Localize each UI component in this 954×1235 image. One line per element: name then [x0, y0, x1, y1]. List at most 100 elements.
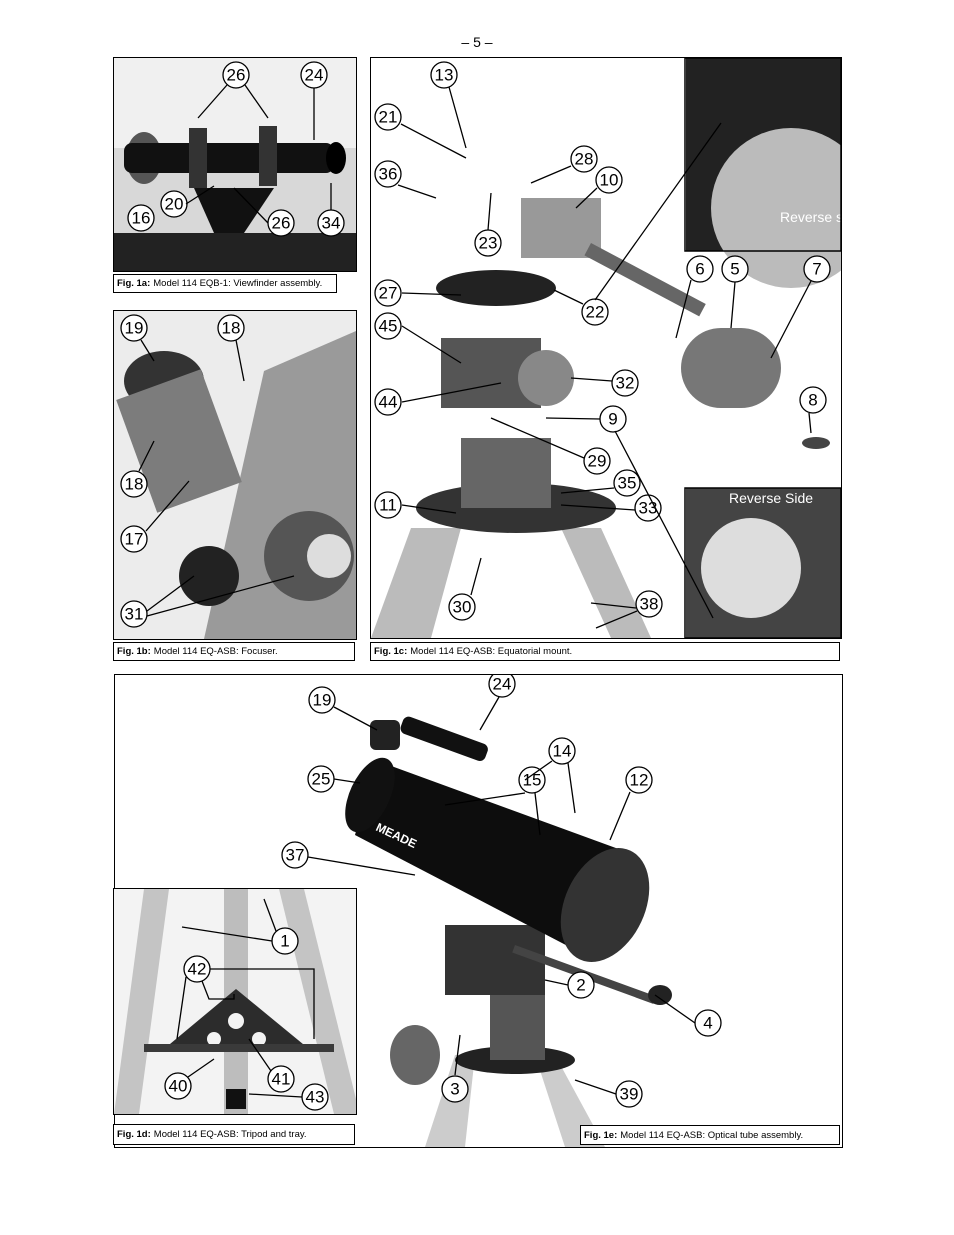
callout-21: 21	[374, 103, 402, 131]
svg-text:30: 30	[453, 598, 472, 617]
callout-7: 7	[803, 255, 831, 283]
callout-5: 5	[721, 255, 749, 283]
svg-text:41: 41	[272, 1070, 291, 1089]
inset-top-label: Reverse side	[780, 209, 841, 225]
callout-3: 3	[441, 1075, 469, 1103]
svg-text:36: 36	[379, 165, 398, 184]
callout-6: 6	[686, 255, 714, 283]
svg-text:22: 22	[586, 303, 605, 322]
callout-44: 44	[374, 388, 402, 416]
callout-20: 20	[160, 190, 188, 218]
callout-11: 11	[374, 491, 402, 519]
svg-text:3: 3	[450, 1080, 459, 1099]
svg-text:34: 34	[322, 214, 341, 233]
fig-1b-caption: Fig. 1b:Model 114 EQ-ASB: Focuser.	[113, 642, 355, 661]
callout-37: 37	[281, 841, 309, 869]
svg-text:1: 1	[280, 932, 289, 951]
svg-text:42: 42	[188, 960, 207, 979]
callout-23: 23	[474, 229, 502, 257]
svg-text:14: 14	[553, 742, 572, 761]
svg-text:24: 24	[305, 66, 324, 85]
inset-bottom-label: Reverse Side	[729, 490, 813, 506]
svg-text:8: 8	[808, 391, 817, 410]
svg-text:18: 18	[125, 475, 144, 494]
callout-33: 33	[634, 494, 662, 522]
svg-text:23: 23	[479, 234, 498, 253]
callout-18: 18	[217, 314, 245, 342]
svg-text:27: 27	[379, 284, 398, 303]
callout-8: 8	[799, 386, 827, 414]
callout-27: 27	[374, 279, 402, 307]
svg-text:11: 11	[379, 496, 397, 515]
callout-39: 39	[615, 1080, 643, 1108]
fig-1a-illustration: 26 24 20 16 26 34	[114, 58, 356, 271]
svg-text:17: 17	[125, 530, 144, 549]
callout-10: 10	[595, 166, 623, 194]
svg-text:38: 38	[640, 595, 659, 614]
svg-text:39: 39	[620, 1085, 639, 1104]
svg-text:19: 19	[125, 319, 144, 338]
fig-1d-tripod-tray-panel: 1 42 40 41 43	[113, 888, 357, 1115]
callout-38: 38	[635, 590, 663, 618]
svg-text:45: 45	[379, 317, 398, 336]
svg-text:37: 37	[286, 846, 305, 865]
svg-text:43: 43	[306, 1088, 325, 1107]
svg-text:28: 28	[575, 150, 594, 169]
callout-18b: 18	[120, 470, 148, 498]
svg-text:7: 7	[812, 260, 821, 279]
callout-43: 43	[301, 1083, 329, 1111]
callout-40: 40	[164, 1072, 192, 1100]
callout-9: 9	[599, 405, 627, 433]
callout-12: 12	[625, 766, 653, 794]
callout-25: 25	[307, 765, 335, 793]
svg-text:21: 21	[379, 108, 398, 127]
callout-45: 45	[374, 312, 402, 340]
svg-text:15: 15	[523, 771, 542, 790]
callout-41: 41	[267, 1065, 295, 1093]
svg-text:4: 4	[703, 1014, 712, 1033]
fig-1a-viewfinder-panel: 26 24 20 16 26 34	[113, 57, 357, 272]
svg-text:5: 5	[730, 260, 739, 279]
svg-text:25: 25	[312, 770, 331, 789]
callout-19: 19	[120, 314, 148, 342]
callout-35: 35	[613, 469, 641, 497]
svg-text:16: 16	[132, 209, 151, 228]
callout-28: 28	[570, 145, 598, 173]
svg-text:9: 9	[608, 410, 617, 429]
callout-24: 24	[300, 61, 328, 89]
fig-1b-illustration: 19 18 18 17 31	[114, 311, 356, 639]
callout-15: 15	[518, 766, 546, 794]
svg-text:29: 29	[588, 452, 607, 471]
callout-13: 13	[430, 61, 458, 89]
svg-text:44: 44	[379, 393, 398, 412]
svg-text:31: 31	[125, 605, 144, 624]
svg-text:6: 6	[695, 260, 704, 279]
svg-text:40: 40	[169, 1077, 188, 1096]
fig-1c-caption: Fig. 1c:Model 114 EQ-ASB: Equatorial mou…	[370, 642, 840, 661]
svg-text:12: 12	[630, 771, 649, 790]
callout-29: 29	[583, 447, 611, 475]
callout-22: 22	[581, 298, 609, 326]
fig-1d-caption: Fig. 1d:Model 114 EQ-ASB: Tripod and tra…	[113, 1124, 355, 1145]
callout-1: 1	[271, 927, 299, 955]
svg-text:24: 24	[493, 675, 512, 694]
svg-text:10: 10	[600, 171, 619, 190]
svg-text:26: 26	[272, 214, 291, 233]
callout-34: 34	[317, 209, 345, 237]
fig-1e-caption: Fig. 1e:Model 114 EQ-ASB: Optical tube a…	[580, 1125, 840, 1145]
svg-text:35: 35	[618, 474, 637, 493]
callout-36: 36	[374, 160, 402, 188]
callout-16: 16	[127, 204, 155, 232]
callout-31: 31	[120, 600, 148, 628]
callout-32: 32	[611, 369, 639, 397]
page-number: – 5 –	[461, 34, 493, 50]
fig-1b-focuser-panel: 19 18 18 17 31	[113, 310, 357, 640]
callout-2: 2	[567, 971, 595, 999]
svg-text:2: 2	[576, 976, 585, 995]
callout-14: 14	[548, 737, 576, 765]
svg-text:19: 19	[313, 691, 332, 710]
callout-30: 30	[448, 593, 476, 621]
fig-1c-equatorial-mount-panel: Reverse side Reverse Side 13 21 36 28 10…	[370, 57, 842, 639]
fig-1a-caption: Fig. 1a:Model 114 EQB-1: Viewfinder asse…	[113, 274, 337, 293]
callout-17: 17	[120, 525, 148, 553]
